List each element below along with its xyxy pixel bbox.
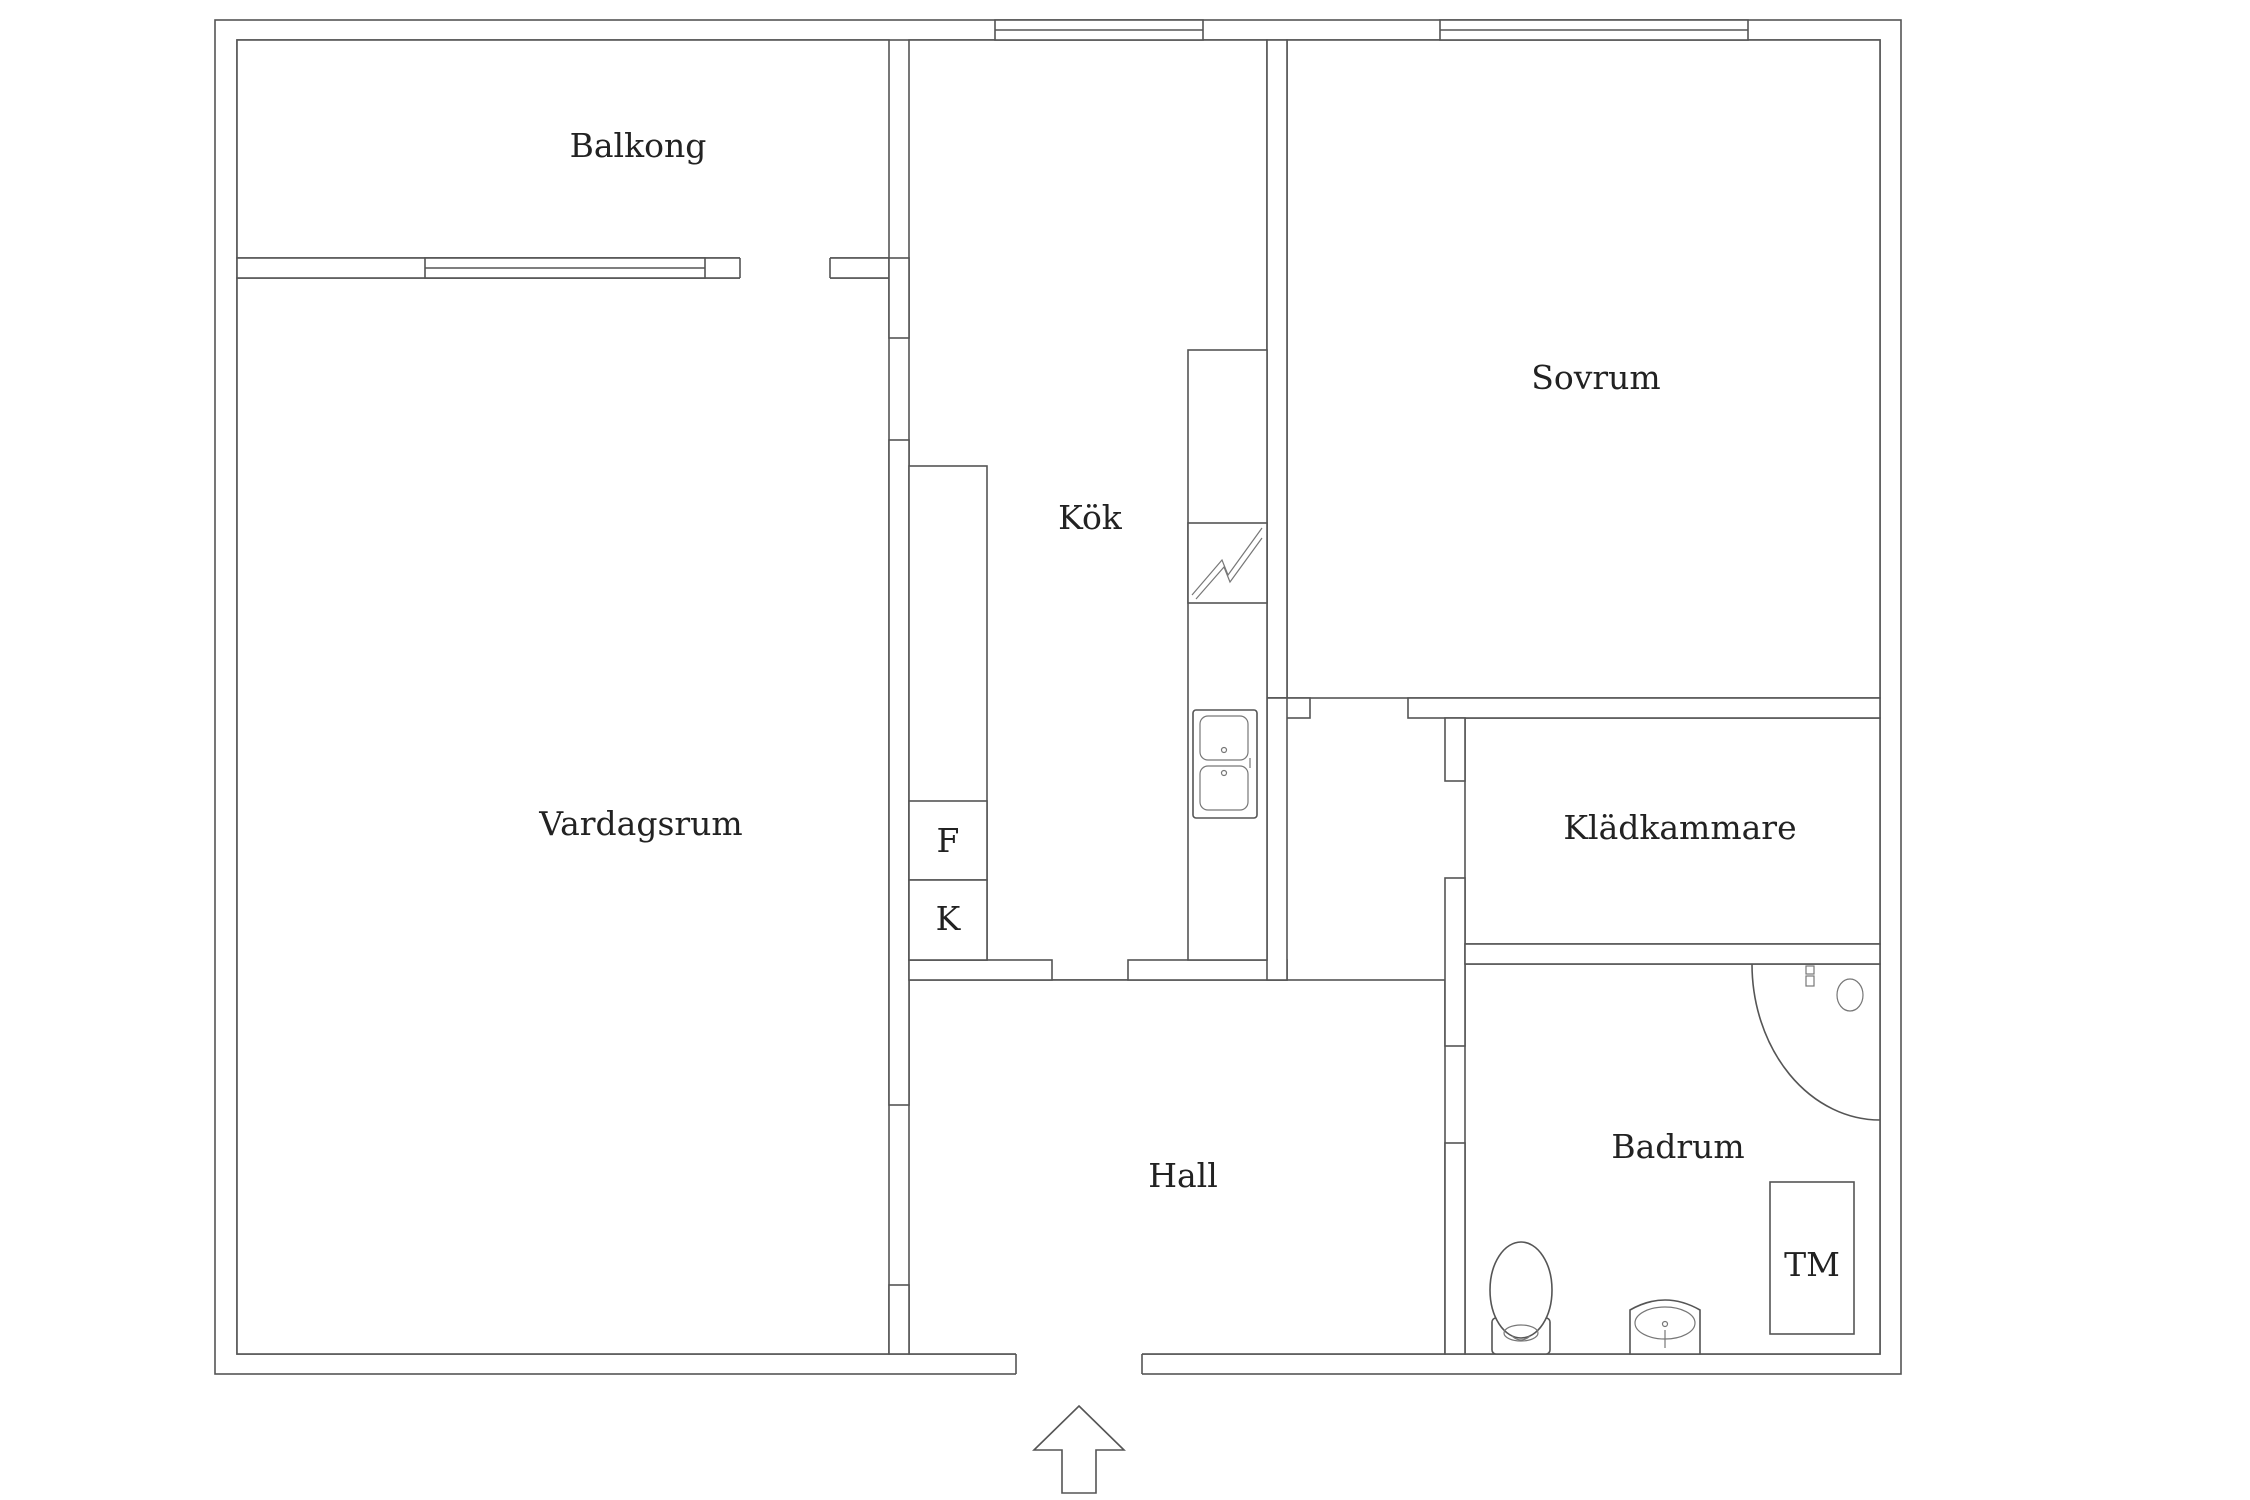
room-outlines xyxy=(236,39,1881,1355)
room-label-balcony: Balkong xyxy=(570,126,707,165)
room-label-hall: Hall xyxy=(1148,1156,1218,1195)
washbasin-icon xyxy=(1629,1299,1701,1355)
fridge-label: F xyxy=(937,821,960,860)
stove-icon xyxy=(1187,522,1268,604)
sink-icon xyxy=(1192,709,1258,819)
room-label-bathroom: Badrum xyxy=(1611,1127,1744,1166)
shower-icon xyxy=(1751,963,1881,1121)
entrance-arrow-icon xyxy=(1032,1404,1126,1494)
room-label-walk-in-closet: Klädkammare xyxy=(1563,808,1796,847)
kitchen-counters xyxy=(908,349,1268,961)
room-label-kitchen: Kök xyxy=(1058,498,1123,537)
toilet-icon xyxy=(1489,1241,1553,1355)
washer-label: TM xyxy=(1784,1245,1840,1284)
washing-machine xyxy=(1769,1181,1855,1335)
room-label-bedroom: Sovrum xyxy=(1531,358,1660,397)
room-label-living-room: Vardagsrum xyxy=(538,804,742,843)
freezer-label: K xyxy=(936,899,962,938)
